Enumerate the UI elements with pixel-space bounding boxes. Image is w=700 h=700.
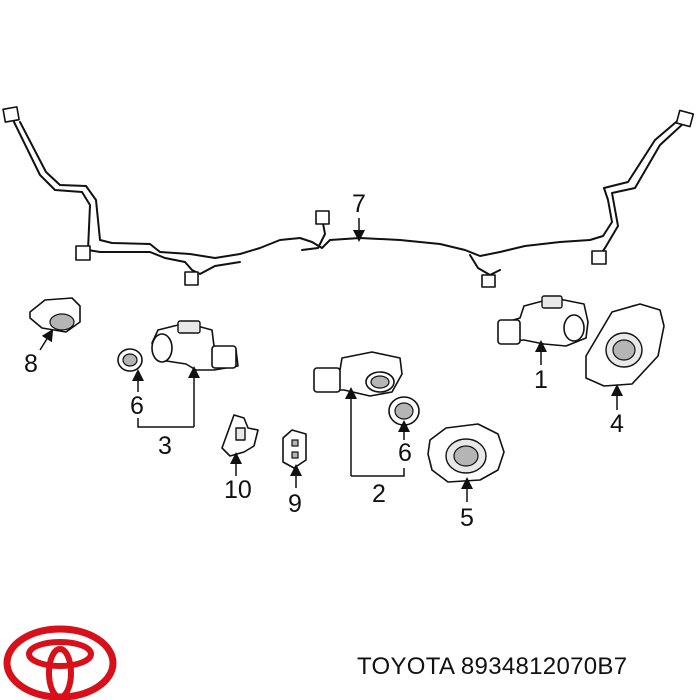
callout-labels: 7 8 6 3 10 9 2 6 5 1 4 xyxy=(24,190,624,532)
toyota-logo-icon xyxy=(3,625,117,700)
part-2-sensor xyxy=(313,351,420,477)
callout-1: 1 xyxy=(534,366,548,394)
callout-3: 3 xyxy=(158,432,172,460)
part-9-clip xyxy=(282,429,307,488)
callout-2: 2 xyxy=(372,480,386,508)
callout-5: 5 xyxy=(460,504,474,532)
callout-7: 7 xyxy=(352,190,366,218)
footer-caption: TOYOTA 8934812070B7 xyxy=(357,653,627,681)
callout-4: 4 xyxy=(610,410,624,438)
callout-6-left: 6 xyxy=(130,392,144,420)
callout-6-right: 6 xyxy=(398,439,412,467)
part-8-sensor-cap xyxy=(29,297,81,351)
part-4-bezel xyxy=(585,303,665,410)
part-5-retainer xyxy=(427,423,505,502)
callout-9: 9 xyxy=(288,490,302,518)
part-10-bracket xyxy=(221,414,259,476)
callout-8: 8 xyxy=(24,350,38,378)
callout-10: 10 xyxy=(224,476,252,504)
wiring-harness xyxy=(2,106,695,288)
part-1-sensor xyxy=(497,295,589,365)
brand-name: TOYOTA xyxy=(357,653,454,680)
part-number: 8934812070B7 xyxy=(460,653,628,680)
part-3-sensor xyxy=(117,320,239,428)
